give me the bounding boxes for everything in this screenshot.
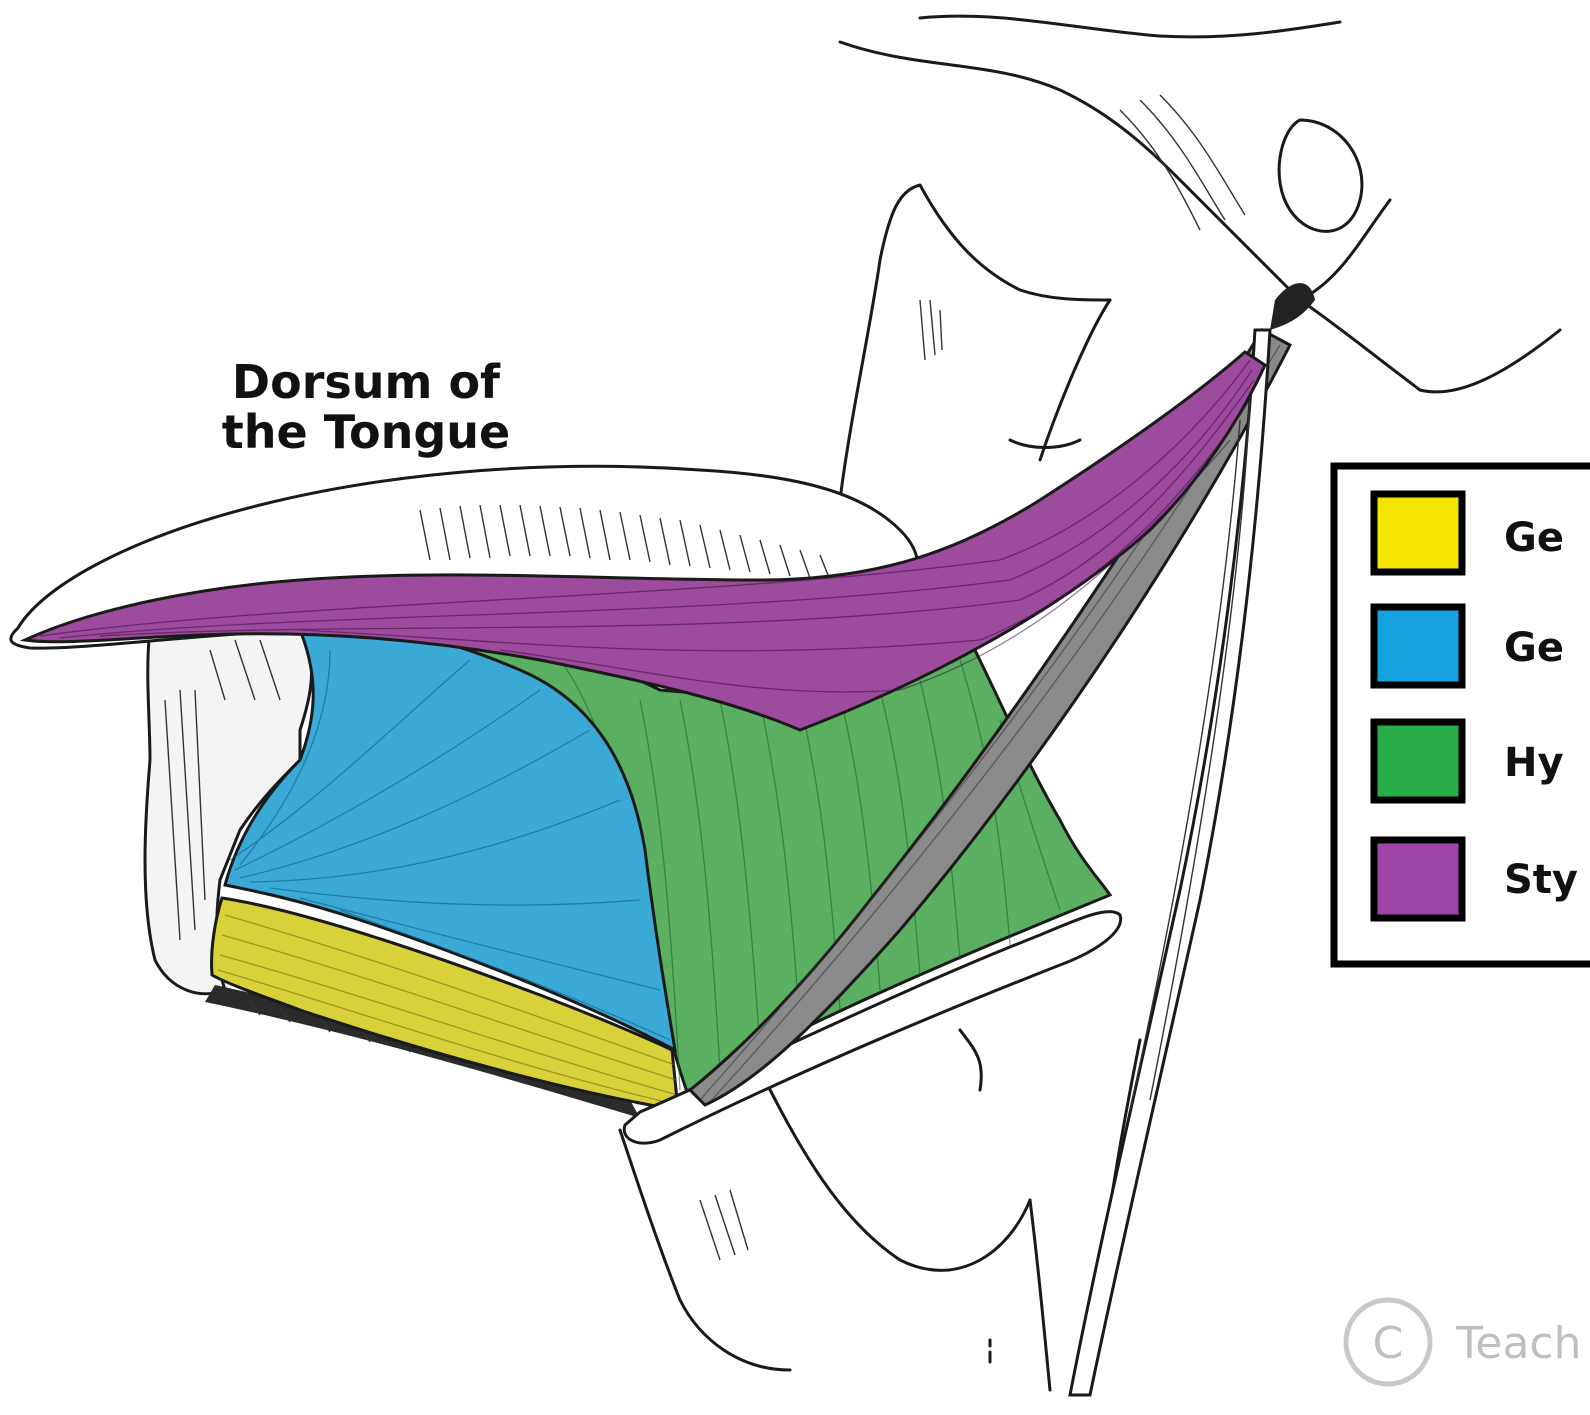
legend-label-3: Hy — [1504, 740, 1564, 786]
legend: Ge Ge Hy Sty — [1334, 466, 1590, 964]
legend-label-1: Ge — [1504, 515, 1564, 561]
dorsum-label-line1: Dorsum of — [232, 355, 501, 409]
skull-base-outline — [840, 16, 1560, 392]
watermark-text: Teach — [1455, 1318, 1582, 1369]
legend-swatch-hyoglossus — [1374, 722, 1462, 800]
legend-label-2: Ge — [1504, 625, 1564, 671]
legend-swatch-genioglossus-yellow — [1374, 494, 1462, 572]
copyright-symbol: C — [1373, 1318, 1404, 1369]
dorsum-label-line2: the Tongue — [222, 405, 510, 459]
mandible-outline — [840, 185, 1110, 500]
legend-swatch-styloglossus — [1374, 840, 1462, 918]
legend-swatch-genioglossus-blue — [1374, 607, 1462, 685]
watermark: C Teach — [1346, 1300, 1582, 1384]
legend-label-4: Sty — [1504, 857, 1578, 903]
